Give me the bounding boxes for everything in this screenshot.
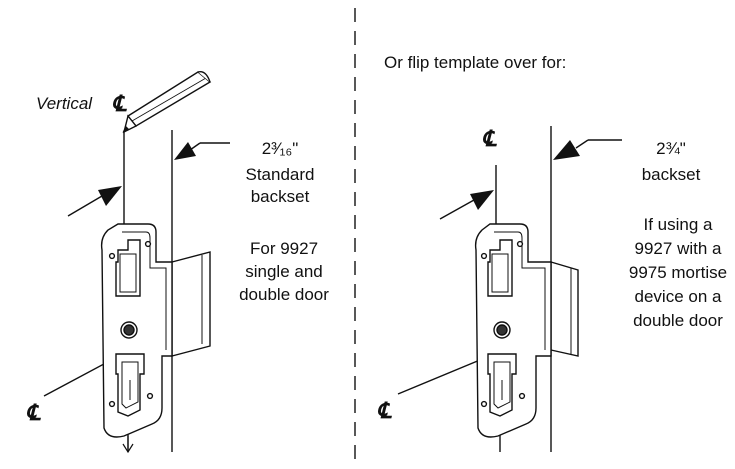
usage-note-left-line2: single and — [245, 262, 323, 281]
backset-arrow-right-right-panel — [553, 139, 622, 160]
strike-template-right — [474, 223, 579, 438]
backset-arrow-left-right-panel — [439, 190, 494, 220]
backset-caption-right: backset — [641, 165, 701, 184]
backset-caption-line2: backset — [250, 187, 310, 206]
vertical-label: Vertical — [36, 94, 93, 113]
usage-note-left-line1: For 9927 — [249, 239, 319, 258]
pencil-icon — [122, 71, 212, 134]
usage-note-right-line1: If using a — [643, 215, 713, 234]
backset-arrow-left — [67, 186, 122, 217]
strike-template-left — [100, 223, 211, 438]
usage-note-right-line5: double door — [633, 311, 723, 330]
usage-note-left-line3: double door — [239, 285, 329, 304]
backset-caption-line1: Standard — [245, 165, 315, 184]
arrow-down-icon — [122, 436, 134, 454]
usage-note-right-line3: 9975 mortise — [628, 263, 728, 282]
centerline-icon: ℄ — [26, 400, 41, 426]
centerline-icon: ℄ — [112, 91, 127, 117]
usage-note-right-line4: device on a — [634, 287, 722, 306]
centerline-icon: ℄ — [482, 126, 497, 152]
backset-arrow-right — [174, 142, 230, 160]
backset-dimension-right: 2¾" — [656, 139, 686, 158]
centerline-icon: ℄ — [377, 398, 392, 424]
flip-template-note: Or flip template over for: — [384, 53, 567, 72]
usage-note-right-line2: 9927 with a — [634, 239, 722, 258]
backset-dimension-left: 2³⁄₁₆" — [261, 139, 299, 158]
